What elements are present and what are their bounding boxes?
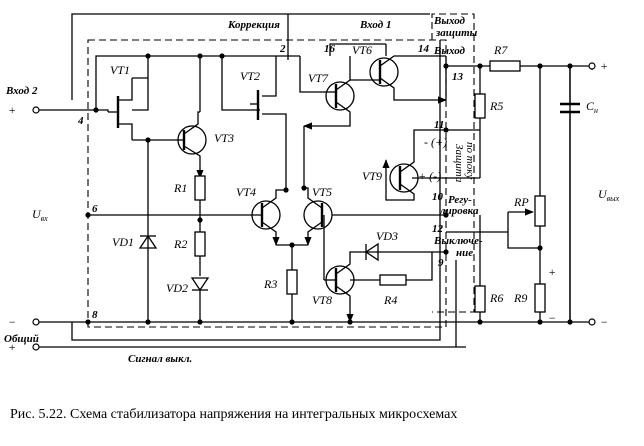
label-input1: Вход 1: [359, 19, 391, 31]
label-regulation-2: лировка: [439, 205, 479, 217]
label-minus-plus: - (+): [424, 135, 447, 149]
label-r7: R7: [493, 43, 508, 57]
label-vt5: VT5: [312, 185, 332, 199]
ic-boundary: [87, 13, 475, 328]
plus-term-input: +: [8, 103, 16, 117]
out-plus-sign: +: [600, 59, 608, 73]
label-vd2: VD2: [166, 281, 188, 295]
pin-10: 10: [432, 191, 444, 203]
label-vt1: VT1: [110, 63, 130, 77]
label-vt8: VT8: [312, 293, 332, 307]
label-capacitor: Cн: [586, 99, 598, 115]
label-protection-out-1: Выход: [433, 15, 466, 27]
label-common: Общий: [4, 333, 39, 345]
label-r2: R2: [173, 237, 187, 251]
vt2-stage: [221, 56, 287, 190]
label-correction: Коррекция: [227, 19, 280, 31]
label-plus-minus: + (-): [418, 169, 441, 183]
label-output: Выход: [433, 45, 466, 57]
label-shutdown-2: ние: [456, 247, 473, 259]
label-regulation-1: Регу-: [448, 194, 472, 206]
label-shutdown-1: Выключе-: [433, 235, 483, 247]
output-network: [446, 60, 580, 322]
label-vt4: VT4: [236, 185, 256, 199]
pin-14: 14: [418, 43, 430, 55]
label-protection-out-2: защиты: [435, 27, 478, 39]
label-u-out: Uвых: [598, 187, 620, 203]
label-current-protection-2: по току: [464, 142, 476, 179]
label-current-protection: Защита: [453, 144, 465, 183]
pin-12: 12: [432, 223, 444, 235]
label-r1: R1: [173, 181, 187, 195]
label-vt7: VT7: [308, 71, 329, 85]
label-vt3: VT3: [214, 131, 234, 145]
out-minus-sign: −: [600, 315, 608, 329]
pin-11: 11: [434, 119, 444, 131]
label-vd1: VD1: [112, 235, 134, 249]
output-darlington: [299, 55, 447, 188]
label-rp: RP: [513, 195, 529, 209]
label-r6: R6: [489, 291, 503, 305]
pin-16: 16: [324, 43, 336, 55]
terminals: [32, 62, 596, 351]
label-shutdown-signal: Сигнал выкл.: [128, 353, 192, 365]
label-vt6: VT6: [352, 43, 372, 57]
label-r5: R5: [489, 99, 503, 113]
current-protection: [382, 129, 480, 201]
label-input2: Вход 2: [5, 85, 38, 97]
label-u-in: Uвх: [32, 207, 48, 223]
junctions: [85, 53, 573, 325]
pin-2: 2: [279, 43, 286, 55]
label-r4: R4: [383, 293, 397, 307]
label-r3: R3: [263, 277, 277, 291]
shutdown-stage: [323, 215, 446, 323]
pin-13: 13: [452, 71, 464, 83]
figure-caption: Рис. 5.22. Схема стабилизатора напряжени…: [10, 407, 457, 422]
label-vt9: VT9: [362, 169, 382, 183]
plus-term-signal: +: [8, 340, 16, 354]
pin-9: 9: [438, 257, 444, 269]
label-r9: R9: [513, 291, 527, 305]
input-stage: [96, 56, 210, 322]
minus-term-input: −: [8, 315, 16, 329]
label-vd3: VD3: [376, 229, 398, 243]
differential-pair: [88, 187, 446, 322]
pin-4: 4: [77, 115, 84, 127]
r9-plus-sign: +: [548, 265, 556, 279]
pin-6: 6: [92, 203, 98, 215]
label-vt2: VT2: [240, 69, 260, 83]
pin-8: 8: [92, 309, 98, 321]
r9-minus-sign: −: [548, 311, 556, 325]
